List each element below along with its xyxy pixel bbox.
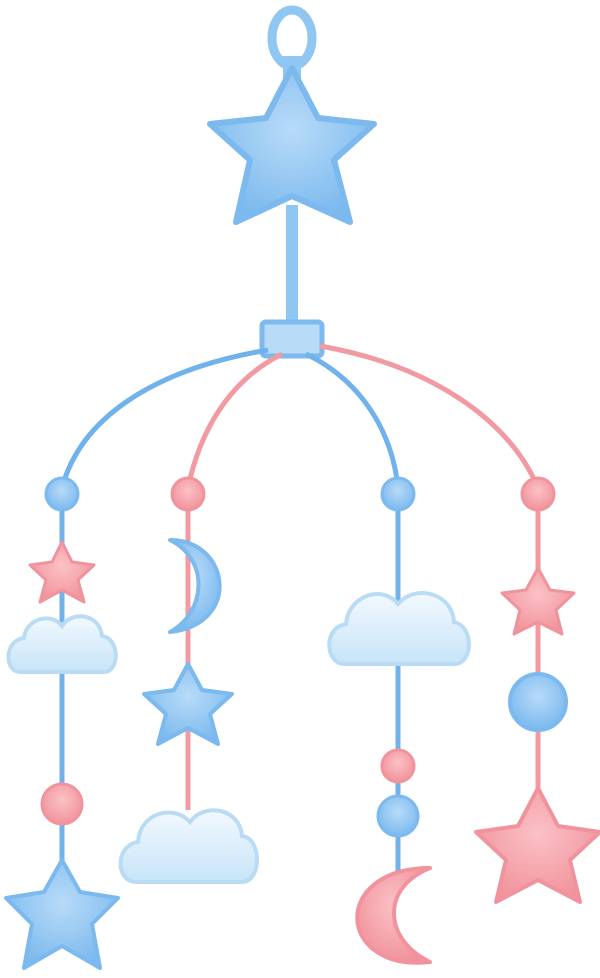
bead-icon [170,476,206,512]
hub-icon [259,319,325,359]
strand-2 [118,476,259,884]
hanging-strings [59,490,541,890]
cloud-icon [118,808,259,884]
star-icon [142,662,234,746]
star-icon [500,566,576,636]
bead-icon [380,748,416,784]
star-icon [474,786,600,904]
bead-icon [40,782,84,826]
star-icon [4,858,120,970]
strand-3 [327,476,471,965]
mobile-arms [59,343,541,489]
bead-icon [520,476,556,512]
strand-1 [4,476,120,970]
central-rod [286,205,298,327]
cloud-icon [327,591,471,666]
bead-icon [508,672,568,732]
top-star-icon [207,65,377,225]
strand-4 [474,476,600,904]
bead-icon [44,476,80,512]
star-icon [28,540,96,604]
moon-icon [168,538,222,634]
bead-icon [376,794,420,838]
cloud-icon [6,614,118,674]
moon-icon [355,866,432,965]
bead-icon [380,476,416,512]
